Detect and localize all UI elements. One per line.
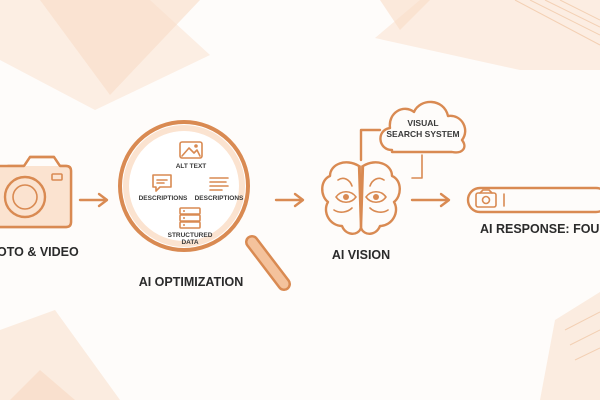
bg-shape-bottom-right — [540, 292, 600, 400]
bg-shape-top-right-small — [380, 0, 430, 30]
camera-icon — [0, 155, 73, 229]
bg-shape-top-right — [375, 0, 600, 70]
cloud-icon — [379, 100, 467, 154]
label-structured-line2: DATA — [181, 239, 198, 246]
label-visual-line2: SEARCH SYSTEM — [386, 129, 459, 139]
eye-icon — [365, 190, 387, 204]
connector-line — [359, 128, 382, 162]
label-ai-vision: AI VISION — [332, 248, 390, 262]
label-descriptions-right: DESCRIPTIONS — [195, 195, 244, 202]
magnifying-glass-icon — [118, 120, 291, 291]
arrow-right-icon — [274, 192, 305, 208]
stacked-data-icon — [179, 207, 201, 229]
search-bar-icon — [466, 186, 600, 214]
eye-icon — [335, 190, 357, 204]
label-ai-optimization: AI OPTIMIZATION — [139, 275, 244, 289]
text-lines-icon — [209, 177, 229, 191]
label-structured-line1: STRUCTURED — [168, 232, 213, 239]
arrow-right-icon — [78, 192, 109, 208]
label-ai-response: AI RESPONSE: FOUN — [480, 222, 600, 236]
bg-shape-bottom-left — [0, 310, 120, 400]
label-descriptions-left: DESCRIPTIONS — [139, 195, 188, 202]
arrow-right-icon — [410, 192, 451, 208]
speech-bubble-icon — [152, 174, 172, 192]
label-photo-video: OTO & VIDEO — [0, 245, 79, 259]
bg-lines-top-right — [514, 0, 600, 46]
label-visual-line1: VISUAL — [407, 118, 438, 128]
bg-lines-bottom-right — [564, 311, 600, 361]
label-alt-text: ALT TEXT — [176, 163, 207, 170]
connector-line-secondary — [411, 154, 423, 179]
bg-shape-top-left-inner — [40, 0, 200, 95]
bg-shape-bottom-left-inner — [10, 370, 75, 400]
brain-icon — [321, 161, 401, 235]
image-icon — [179, 141, 203, 159]
